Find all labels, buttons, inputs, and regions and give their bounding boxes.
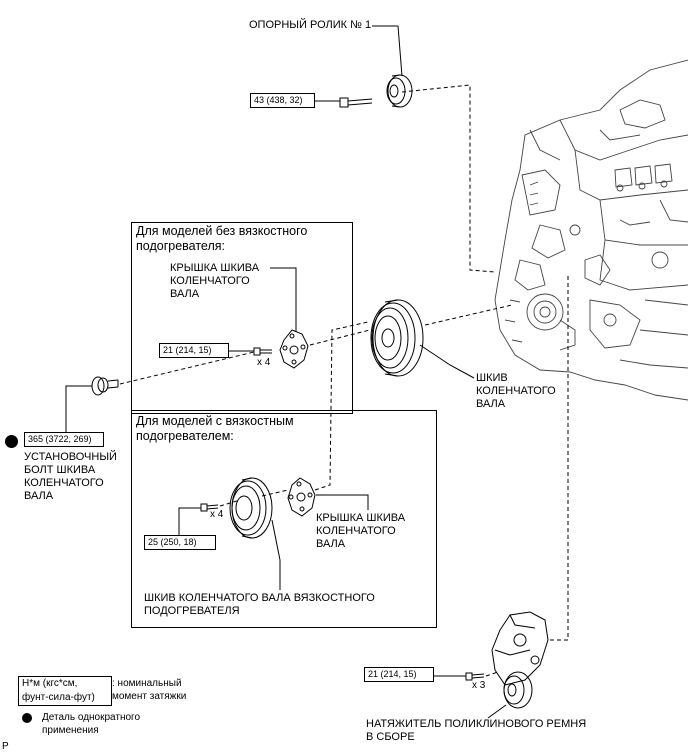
label-idler-pulley: ОПОРНЫЙ РОЛИК № 1 xyxy=(249,19,372,31)
label-pulley-cover-bottom: КРЫШКА ШКИВА КОЛЕНЧАТОГО ВАЛА xyxy=(316,512,406,550)
legend-unit-desc: : номинальный момент затяжки xyxy=(112,678,187,702)
label-pulley-cover-top: КРЫШКА ШКИВА КОЛЕНЧАТОГО ВАЛА xyxy=(170,262,260,300)
belt-tensioner-drawing xyxy=(491,611,549,709)
pulley-bolt-drawing xyxy=(91,376,119,396)
tensioner-bolt-drawing xyxy=(465,672,485,681)
torque-pulley-bolt: 365 (3722, 269) xyxy=(24,432,104,447)
pulley-cover-top-drawing xyxy=(279,329,309,369)
qty-cover-top: x 4 xyxy=(257,357,271,368)
label-viscous-heater-pulley: ШКИВ КОЛЕНЧАТОГО ВАЛА ВЯЗКОСТНОГО ПОДОГР… xyxy=(144,592,375,617)
idler-bolt-drawing xyxy=(339,97,373,108)
engine-block xyxy=(494,59,688,401)
legend-single-use: Деталь однократного применения xyxy=(42,712,141,736)
box-title-no-heater: Для моделей без вязкостного подогревател… xyxy=(136,224,308,253)
non-reusable-bolt-marker xyxy=(5,435,18,448)
torque-cover-top: 21 (214, 15) xyxy=(159,343,229,358)
label-pulley-set-bolt: УСТАНОВОЧНЫЙ БОЛТ ШКИВА КОЛЕНЧАТОГО ВАЛА xyxy=(24,451,117,502)
torque-idler: 43 (438, 32) xyxy=(250,93,315,108)
legend-unit-box: Н*м (кгс*см, фунт-сила-фут) xyxy=(18,676,112,706)
idler-pulley-drawing xyxy=(386,74,413,108)
torque-tensioner: 21 (214, 15) xyxy=(364,667,434,682)
qty-cover-bottom: x 4 xyxy=(210,509,224,520)
box-with-viscous-heater xyxy=(131,410,437,628)
qty-tensioner: x 3 xyxy=(472,680,486,691)
viscous-heater-pulley-drawing xyxy=(229,477,273,539)
legend-single-use-marker xyxy=(22,713,32,723)
crankshaft-pulley-drawing xyxy=(370,299,424,377)
label-belt-tensioner: НАТЯЖИТЕЛЬ ПОЛИКЛИНОВОГО РЕМНЯ В СБОРЕ xyxy=(366,718,587,743)
corner-mark: P xyxy=(2,741,9,752)
pulley-cover-bottom-drawing xyxy=(287,477,316,517)
box-title-with-heater: Для моделей с вязкостным подогревателем: xyxy=(136,414,294,444)
label-crankshaft-pulley: ШКИВ КОЛЕНЧАТОГО ВАЛА xyxy=(476,372,556,410)
torque-cover-bottom: 25 (250, 18) xyxy=(144,535,216,550)
box-without-viscous-heater xyxy=(131,222,353,414)
